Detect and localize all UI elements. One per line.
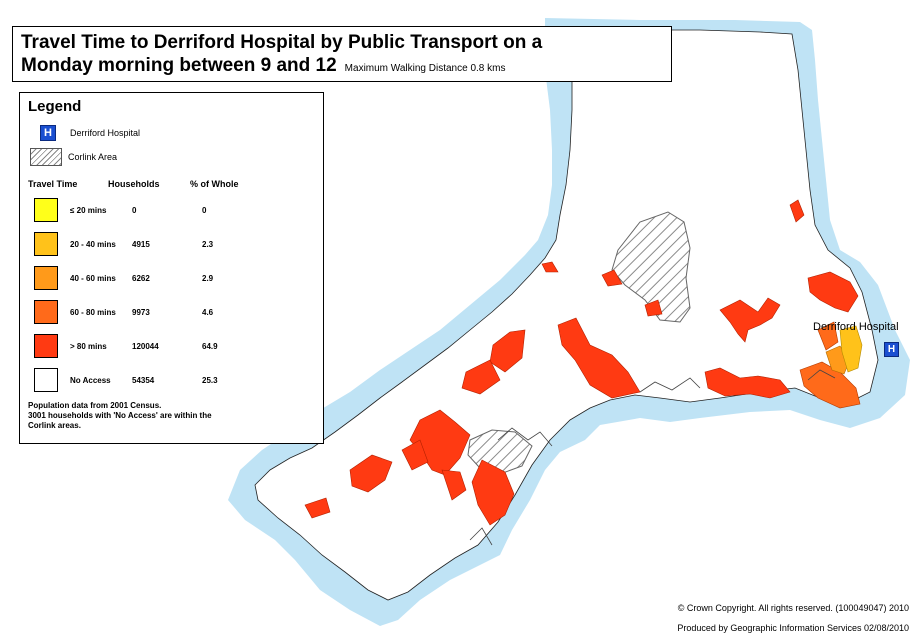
header-travel-time: Travel Time bbox=[28, 179, 78, 189]
header-households: Households bbox=[108, 179, 160, 189]
title-box: Travel Time to Derriford Hospital by Pub… bbox=[12, 26, 672, 82]
color-swatch bbox=[34, 300, 58, 324]
color-swatch bbox=[34, 334, 58, 358]
legend-hospital-row: H Derriford Hospital bbox=[28, 121, 315, 145]
map-title-line2-text: Monday morning between 9 and 12 bbox=[21, 55, 337, 76]
class-pct: 25.3 bbox=[202, 375, 218, 385]
legend-class-row: 60 - 80 mins 9973 4.6 bbox=[28, 295, 315, 329]
map-title-line1: Travel Time to Derriford Hospital by Pub… bbox=[21, 32, 543, 53]
legend-classes: ≤ 20 mins 0 0 20 - 40 mins 4915 2.3 40 - 60 … bbox=[28, 193, 315, 397]
class-label: No Access bbox=[70, 375, 111, 385]
legend-title: Legend bbox=[28, 98, 82, 115]
class-pct: 2.9 bbox=[202, 273, 214, 283]
class-label: > 80 mins bbox=[70, 341, 107, 351]
class-label: 60 - 80 mins bbox=[70, 307, 116, 317]
class-households: 120044 bbox=[132, 341, 159, 351]
class-pct: 0 bbox=[202, 205, 207, 215]
legend-table-header: Travel Time Households % of Whole bbox=[28, 175, 315, 193]
legend-note: 3001 households with 'No Access' are wit… bbox=[28, 411, 212, 420]
class-households: 54354 bbox=[132, 375, 155, 385]
legend-corlink-label: Corlink Area bbox=[68, 152, 118, 162]
class-pct: 4.6 bbox=[202, 307, 214, 317]
legend-notes: Population data from 2001 Census. 3001 h… bbox=[28, 401, 315, 431]
class-pct: 2.3 bbox=[202, 239, 214, 249]
hospital-icon: H bbox=[40, 125, 56, 141]
map-subtitle: Maximum Walking Distance 0.8 kms bbox=[344, 63, 506, 74]
produced-by-notice: Produced by Geographic Information Servi… bbox=[677, 623, 909, 633]
hospital-icon[interactable]: H bbox=[884, 342, 899, 357]
legend-class-row: 40 - 60 mins 6262 2.9 bbox=[28, 261, 315, 295]
color-swatch bbox=[34, 266, 58, 290]
color-swatch bbox=[34, 198, 58, 222]
corlink-area-north bbox=[611, 211, 691, 323]
color-swatch bbox=[34, 368, 58, 392]
header-pct-whole: % of Whole bbox=[190, 179, 239, 189]
copyright-notice: © Crown Copyright. All rights reserved. … bbox=[677, 603, 909, 613]
zone-20-40-mins bbox=[839, 325, 863, 373]
legend-note: Population data from 2001 Census. bbox=[28, 401, 162, 410]
class-pct: 64.9 bbox=[202, 341, 218, 351]
legend-class-row: No Access 54354 25.3 bbox=[28, 363, 315, 397]
class-label: 40 - 60 mins bbox=[70, 273, 116, 283]
class-label: 20 - 40 mins bbox=[70, 239, 116, 249]
class-households: 6262 bbox=[132, 273, 150, 283]
class-households: 0 bbox=[132, 205, 137, 215]
legend-class-row: 20 - 40 mins 4915 2.3 bbox=[28, 227, 315, 261]
class-households: 9973 bbox=[132, 307, 150, 317]
color-swatch bbox=[34, 232, 58, 256]
hatch-swatch bbox=[30, 148, 62, 166]
rivers bbox=[469, 369, 836, 546]
legend-note: Corlink areas. bbox=[28, 421, 81, 430]
class-households: 4915 bbox=[132, 239, 150, 249]
map-title-line2: Monday morning between 9 and 12 Maximum W… bbox=[21, 54, 663, 80]
legend: Legend H Derriford Hospital Corlink Area… bbox=[19, 92, 324, 444]
zone-60-80-mins bbox=[799, 321, 861, 409]
class-label: ≤ 20 mins bbox=[70, 205, 107, 215]
zone-over-80-mins bbox=[304, 199, 859, 526]
legend-class-row: > 80 mins 120044 64.9 bbox=[28, 329, 315, 363]
legend-hospital-label: Derriford Hospital bbox=[70, 128, 141, 138]
map-hospital-label: Derriford Hospital bbox=[813, 321, 899, 333]
legend-class-row: ≤ 20 mins 0 0 bbox=[28, 193, 315, 227]
legend-corlink-row: Corlink Area bbox=[28, 145, 315, 169]
